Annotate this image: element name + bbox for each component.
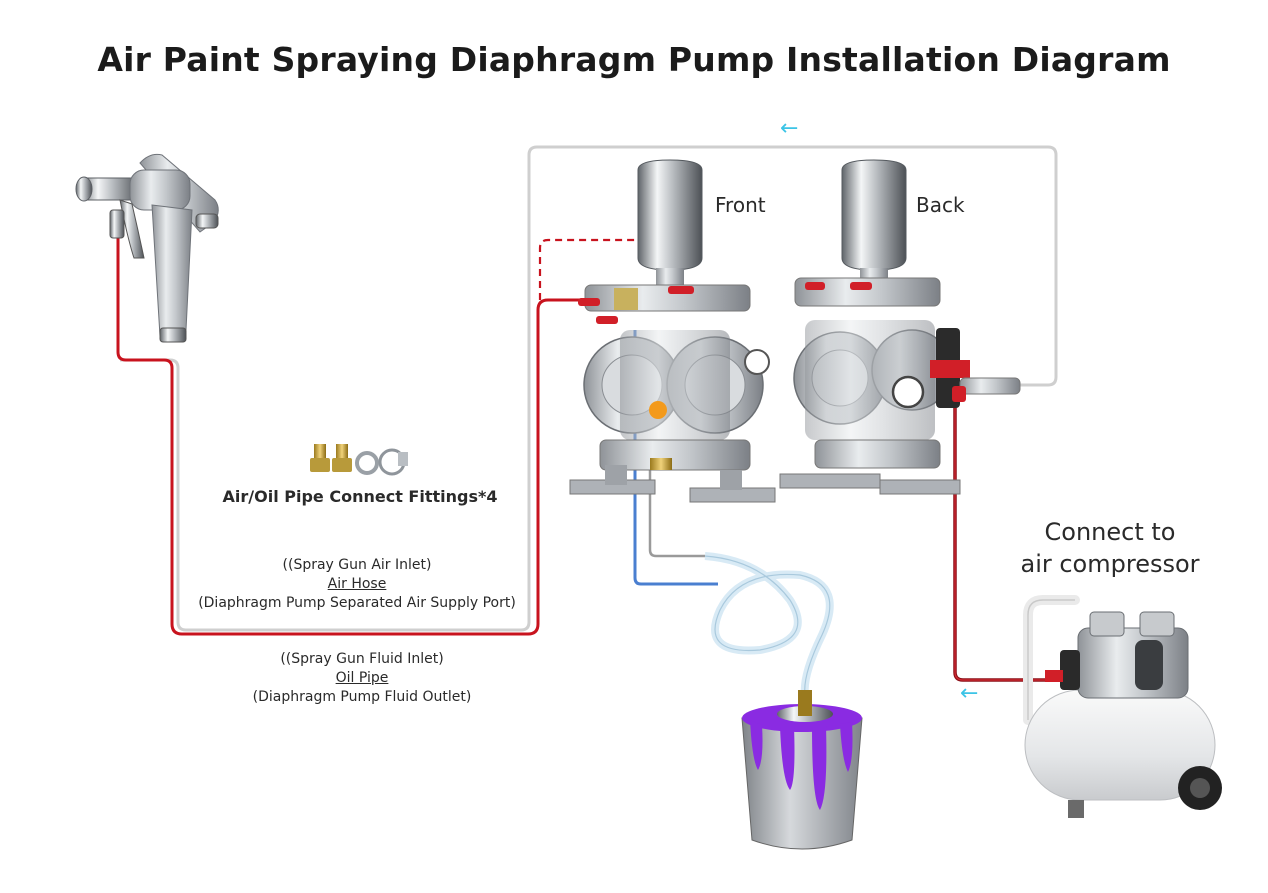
dashed-air-line: [538, 238, 662, 300]
compressor-label: Connect to air compressor: [990, 516, 1230, 580]
oil-pipe-note-line3: (Diaphragm Pump Fluid Outlet): [252, 689, 472, 705]
air-hose-note-line2: Air Hose: [327, 576, 387, 592]
front-pump-label: Front: [715, 193, 766, 217]
page-title: Air Paint Spraying Diaphragm Pump Instal…: [97, 40, 1171, 79]
oil-pipe-note-line2: Oil Pipe: [335, 670, 389, 686]
spray-gun-icon: [75, 153, 219, 343]
red-air-line: [116, 235, 582, 636]
fluid-line: [633, 330, 718, 586]
air-hose-note: ((Spray Gun Air Inlet) Air Hose (Diaphra…: [147, 556, 567, 613]
diaphragm-pump-back-icon: [779, 159, 1021, 495]
suction-line: [648, 470, 705, 558]
fittings-label: Air/Oil Pipe Connect Fittings*4: [222, 487, 498, 506]
paint-bucket-icon: [741, 690, 863, 850]
oil-pipe-note-line1: ((Spray Gun Fluid Inlet): [280, 651, 444, 667]
flow-arrow-top: ←: [780, 116, 799, 141]
diaphragm-pump-icon: [569, 159, 776, 503]
air-return-hose: [120, 145, 1058, 632]
hose-fitting-icon: [310, 444, 408, 476]
compressor-label-line2: air compressor: [1020, 550, 1200, 578]
air-compressor-icon: [1023, 595, 1222, 818]
compressor-label-line1: Connect to: [1044, 518, 1176, 546]
flow-arrow-compressor: ←: [960, 681, 979, 706]
back-pump-label: Back: [916, 193, 965, 217]
oil-pipe-note: ((Spray Gun Fluid Inlet) Oil Pipe (Diaph…: [152, 650, 572, 707]
air-hose-note-line1: ((Spray Gun Air Inlet): [282, 557, 432, 573]
air-hose-note-line3: (Diaphragm Pump Separated Air Supply Por…: [198, 595, 516, 611]
